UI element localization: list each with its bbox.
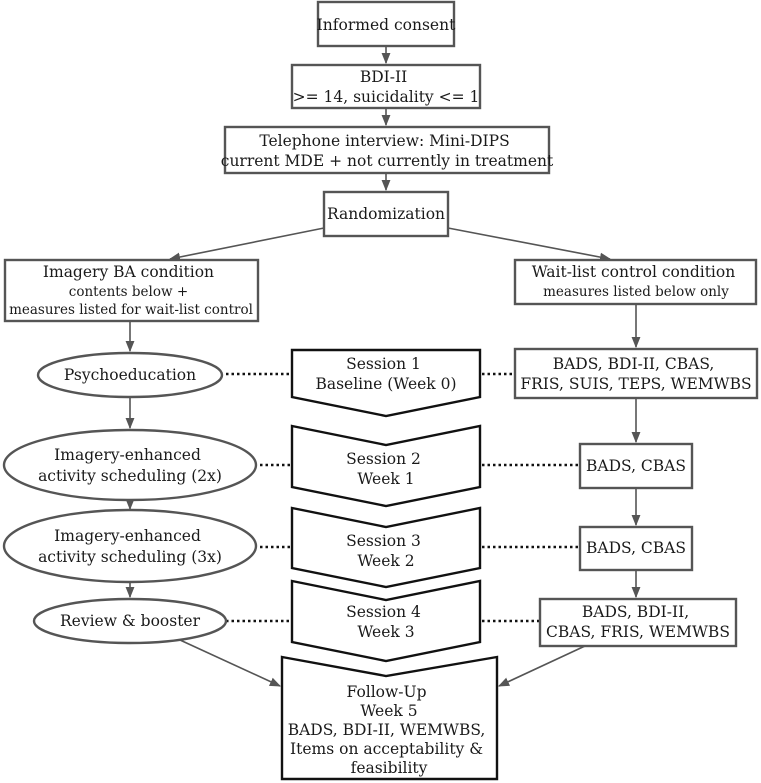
follow-up-text: Follow-Up Week 5 [347, 683, 432, 720]
arrow-review-followup [179, 639, 282, 687]
informed-consent-box: Informed consent [317, 0, 456, 48]
imagery-ba-condition-text: Imagery BA condition contents below + me… [9, 262, 253, 318]
scheduling-2x-text: Imagery-enhanced activity scheduling (2x… [38, 446, 222, 485]
measures-week3-box: BADS, BDI-II, CBAS, FRIS, WEMWBS [538, 597, 738, 648]
session-4-text: Session 4 Week 3 [346, 603, 426, 641]
waitlist-condition-box: Wait-list control condition measures lis… [513, 258, 758, 306]
bdi-screening-text: BDI-II >= 14, suicidality <= 1 [293, 68, 480, 106]
session-1-chevron: Session 1 Baseline (Week 0) [290, 348, 482, 418]
measures-week2-text: BADS, CBAS [586, 539, 686, 557]
psychoeducation-text: Psychoeducation [64, 366, 196, 384]
session-3-chevron: Session 3 Week 2 [290, 506, 482, 589]
informed-consent-text: Informed consent [317, 16, 456, 34]
measures-week1-box: BADS, CBAS [578, 442, 694, 490]
imagery-ba-condition-box: Imagery BA condition contents below + me… [3, 258, 260, 323]
bdi-screening-box: BDI-II >= 14, suicidality <= 1 [290, 63, 482, 110]
arrows [125, 46, 641, 687]
measures-week2-box: BADS, CBAS [578, 525, 694, 572]
scheduling-3x-ellipse: Imagery-enhanced activity scheduling (3x… [2, 508, 258, 584]
arrow-randomization-imagery [168, 227, 325, 262]
dotted-links [226, 372, 580, 623]
telephone-interview-text: Telephone interview: Mini-DIPS current M… [221, 132, 554, 170]
scheduling-2x-ellipse: Imagery-enhanced activity scheduling (2x… [2, 428, 258, 502]
waitlist-condition-text: Wait-list control condition measures lis… [532, 262, 741, 300]
psychoeducation-ellipse: Psychoeducation [36, 351, 224, 399]
session-3-text: Session 3 Week 2 [346, 532, 426, 570]
follow-up-measures-text: BADS, BDI-II, WEMWBS, Items on acceptabi… [288, 721, 491, 777]
arrow-randomization-waitlist [447, 227, 612, 262]
session-2-text: Session 2 Week 1 [346, 450, 426, 488]
session-2-chevron: Session 2 Week 1 [290, 424, 482, 508]
session-4-chevron: Session 4 Week 3 [290, 579, 482, 663]
measures-baseline-text: BADS, BDI-II, CBAS, FRIS, SUIS, TEPS, WE… [520, 355, 751, 393]
randomization-box: Randomization [322, 190, 450, 238]
scheduling-3x-text: Imagery-enhanced activity scheduling (3x… [38, 527, 222, 566]
session-1-text: Session 1 Baseline (Week 0) [315, 355, 456, 393]
measures-week1-text: BADS, CBAS [586, 457, 686, 475]
review-booster-text: Review & booster [60, 612, 201, 630]
follow-up-chevron: Follow-Up Week 5 BADS, BDI-II, WEMWBS, I… [280, 655, 499, 781]
arrow-measures4-followup [497, 645, 586, 687]
telephone-interview-box: Telephone interview: Mini-DIPS current M… [221, 125, 554, 175]
measures-baseline-box: BADS, BDI-II, CBAS, FRIS, SUIS, TEPS, WE… [513, 347, 759, 400]
randomization-text: Randomization [327, 205, 445, 223]
review-booster-ellipse: Review & booster [32, 597, 228, 645]
measures-week3-text: BADS, BDI-II, CBAS, FRIS, WEMWBS [546, 603, 730, 641]
